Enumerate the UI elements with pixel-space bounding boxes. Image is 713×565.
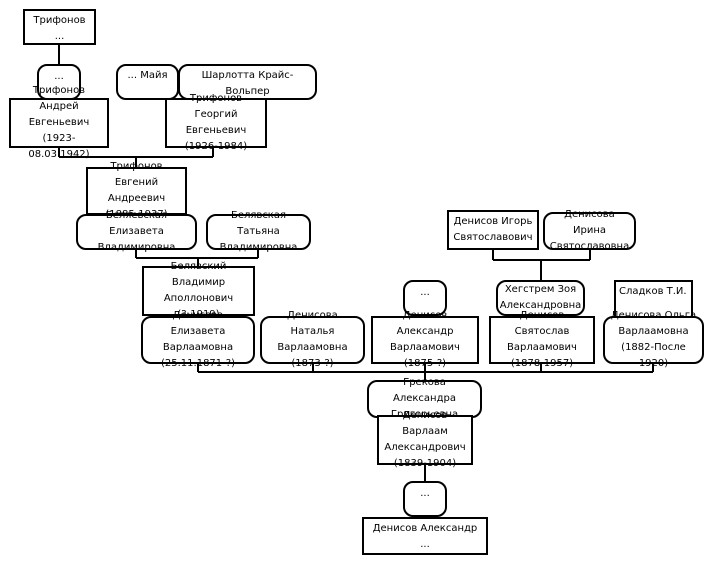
person-name: Трифонов Андрей Евгеньевич (1923-08.03.1…: [28, 85, 90, 160]
person-node-unknown[interactable]: ...: [403, 280, 447, 316]
person-node-elizaveta-denisova[interactable]: Денисова Елизавета Варлаамовна (25.11.18…: [141, 310, 255, 369]
person-node-alexandr-root[interactable]: Денисов Александр ...: [362, 517, 488, 555]
person-node-mayya[interactable]: ... Майя: [116, 64, 179, 100]
person-node-olga-denisova[interactable]: Денисова Ольга Варлаамовна (1882-После 1…: [603, 310, 704, 369]
person-node-unknown[interactable]: ...: [37, 64, 81, 100]
person-name: Шарлотта Крайс-Вольпер: [201, 70, 294, 97]
person-name: Денисов Святослав Варлаамович (1878-1957…: [507, 310, 577, 369]
person-name: Денисов Александр ...: [372, 523, 478, 550]
person-name: Денисова Ирина Святославовна: [549, 209, 630, 252]
person-node-georgy[interactable]: Трифонов Георгий Евгеньевич (1926-1984): [165, 93, 267, 152]
person-name: Трифонов ...: [33, 15, 86, 42]
person-name: Денисов Варлаам Александрович (1839-1904…: [384, 410, 466, 469]
person-node-unknown[interactable]: ...: [403, 481, 447, 517]
person-name: Денисов Александр Варлаамович (1875-?): [390, 310, 460, 369]
person-name: Беляевская Елизавета Владимировна: [97, 210, 176, 253]
person-node-irina-denisova[interactable]: Денисова Ирина Святославовна: [543, 209, 636, 252]
person-node-igor-denisov[interactable]: Денисов Игорь Святославович: [447, 210, 539, 250]
person-name: Денисова Наталья Варлаамовна (1873-?): [277, 310, 348, 369]
person-node-vladimir-belyavsky[interactable]: Белявский Владимир Аполлонович (?-1919): [142, 261, 255, 320]
person-node-trifonov[interactable]: Трифонов ...: [23, 9, 96, 45]
person-name: Денисова Елизавета Варлаамовна (25.11.18…: [161, 310, 235, 369]
person-node-zoya-hegstrem[interactable]: Хегстрем Зоя Александровна: [496, 280, 585, 316]
person-name: Белявский Владимир Аполлонович (?-1919): [163, 261, 234, 320]
person-name: Хегстрем Зоя Александровна: [499, 284, 582, 311]
person-name: Белявская Татьяна Владимировна: [219, 210, 298, 253]
person-node-andrey[interactable]: Трифонов Андрей Евгеньевич (1923-08.03.1…: [9, 85, 109, 160]
person-name: Грекова Александра Григорьевна: [391, 377, 458, 420]
person-name: Трифонов Георгий Евгеньевич (1926-1984): [184, 93, 248, 152]
person-name: ... Майя: [127, 70, 168, 81]
person-node-natalya-denisova[interactable]: Денисова Наталья Варлаамовна (1873-?): [260, 310, 365, 369]
person-name: ...: [420, 287, 430, 298]
person-name: ...: [420, 488, 430, 499]
person-node-tatyana-belyavskaya[interactable]: Белявская Татьяна Владимировна: [206, 210, 311, 253]
person-node-varlaam-denisov[interactable]: Денисов Варлаам Александрович (1839-1904…: [377, 410, 473, 469]
person-node-alexandr-denisov[interactable]: Денисов Александр Варлаамович (1875-?): [371, 310, 479, 369]
person-node-elizaveta-belyaevskaya[interactable]: Беляевская Елизавета Владимировна: [76, 210, 197, 253]
person-name: Денисова Ольга Варлаамовна (1882-После 1…: [610, 310, 697, 369]
person-name: Сладков Т.И.: [619, 286, 687, 297]
person-name: Денисов Игорь Святославович: [453, 216, 533, 243]
person-name: ...: [54, 71, 64, 82]
person-node-svyatoslav-denisov[interactable]: Денисов Святослав Варлаамович (1878-1957…: [489, 310, 595, 369]
